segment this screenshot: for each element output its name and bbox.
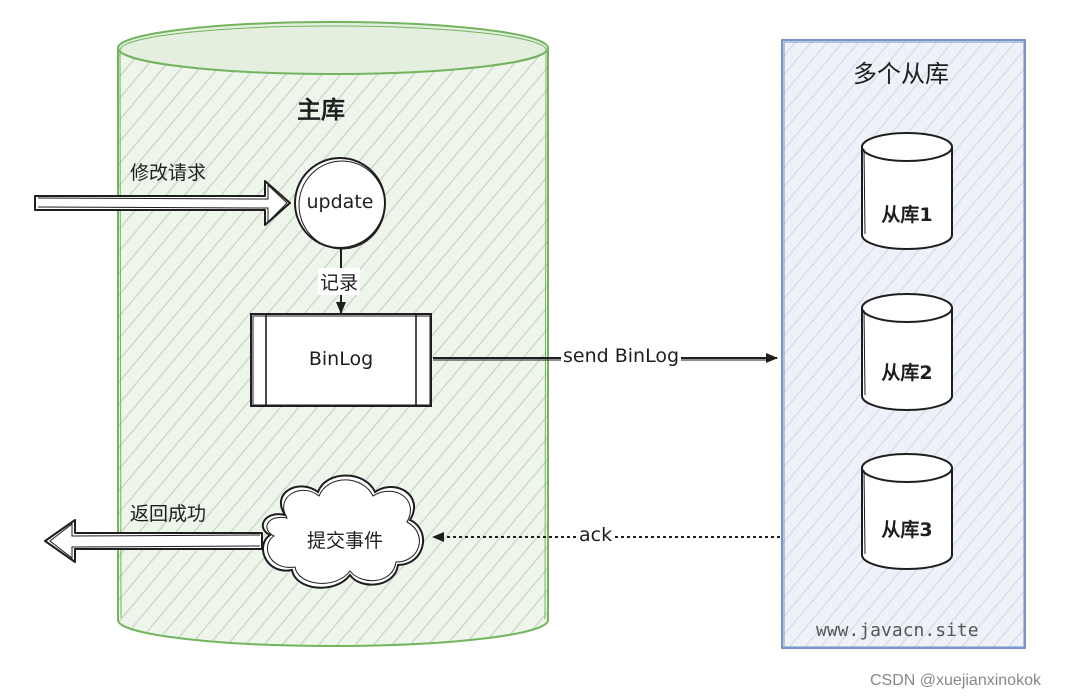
request-arrow <box>34 180 291 226</box>
replica-2-cylinder <box>861 293 953 411</box>
watermark: CSDN @xuejianxinokok <box>870 672 1041 689</box>
replica-2-label: 从库2 <box>881 362 933 384</box>
return-success-label: 返回成功 <box>130 503 207 525</box>
commit-cloud <box>261 474 425 589</box>
replicas-title: 多个从库 <box>853 60 949 88</box>
modify-request-label: 修改请求 <box>130 162 207 184</box>
replica-3-cylinder <box>861 453 953 570</box>
commit-label: 提交事件 <box>306 530 383 552</box>
binlog-label: BinLog <box>308 348 374 370</box>
send-binlog-label: send BinLog <box>561 345 682 367</box>
update-label: update <box>306 191 374 213</box>
return-arrow <box>44 519 263 563</box>
binlog-node <box>250 313 432 407</box>
primary-title: 主库 <box>297 96 345 124</box>
record-label: 记录 <box>318 268 361 295</box>
ack-label: ack <box>577 524 615 546</box>
replica-3-label: 从库3 <box>881 519 933 541</box>
site-label: www.javacn.site <box>816 620 979 641</box>
replica-1-cylinder <box>861 132 953 250</box>
replica-1-label: 从库1 <box>881 204 933 226</box>
